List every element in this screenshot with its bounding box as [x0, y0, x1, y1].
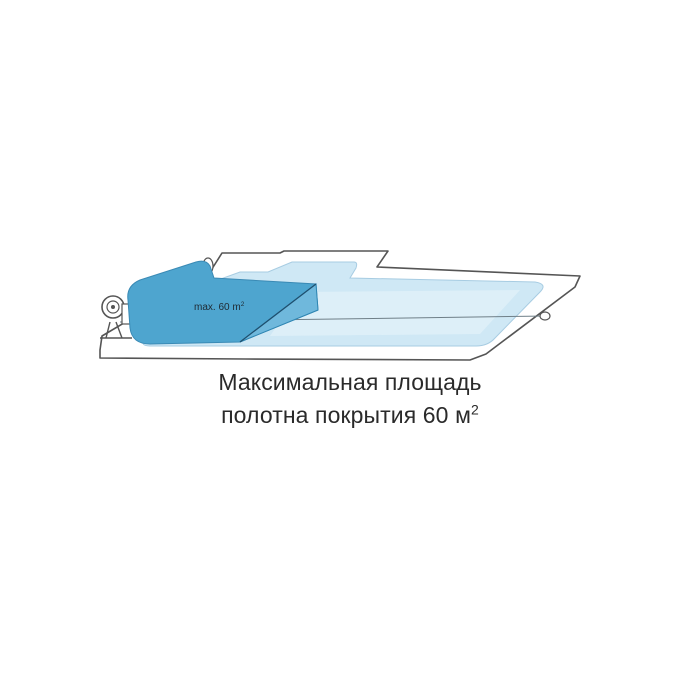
pool-water-highlight	[270, 290, 520, 336]
reel-wheel-icon	[101, 295, 125, 319]
axis-end-cap	[539, 311, 551, 321]
reel-stand	[100, 321, 132, 339]
caption-line-2: полотна покрытия 60 м2	[0, 399, 700, 432]
caption-line-1: Максимальная площадь	[218, 369, 482, 395]
caption-line-2-superscript: 2	[470, 401, 479, 418]
cover-max-area-label: max. 60 m2	[194, 301, 245, 313]
caption-line-2-text: полотна покрытия 60 м	[221, 402, 471, 428]
cover-fold-line	[239, 283, 317, 343]
caption: Максимальная площадь полотна покрытия 60…	[0, 366, 700, 432]
